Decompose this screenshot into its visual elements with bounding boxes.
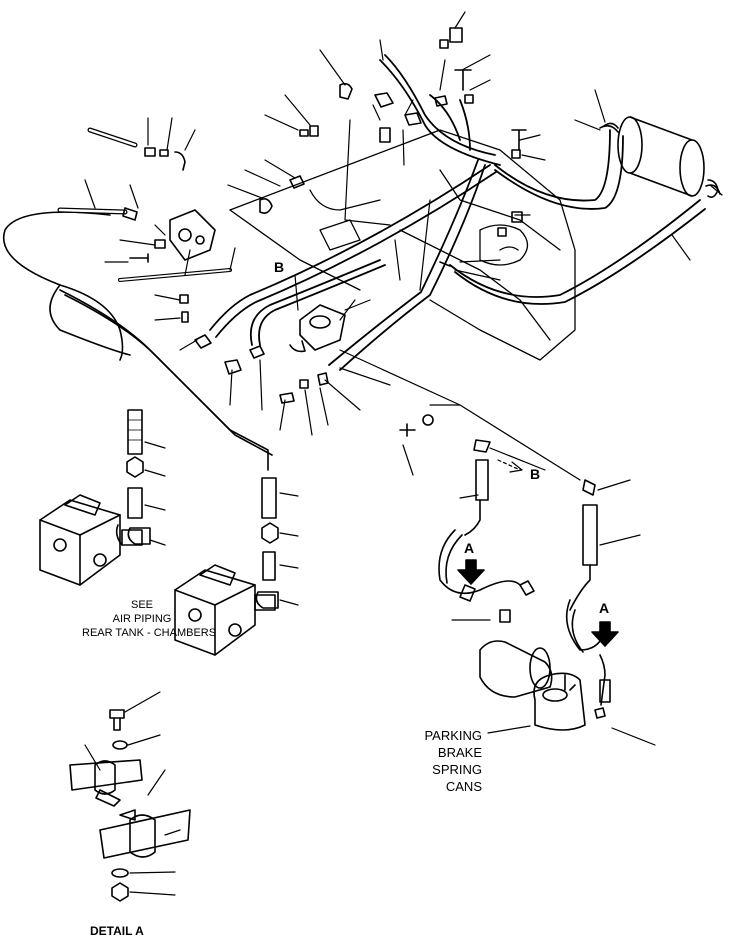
- air-tank-top: [603, 116, 721, 197]
- callout-b-label-top: B: [274, 259, 285, 275]
- chassis-frame: [229, 129, 576, 361]
- see-note-line-2: AIR PIPING: [112, 613, 172, 625]
- callout-a-label-right: A: [599, 600, 610, 616]
- parking-note-line-1: PARKING: [424, 728, 482, 743]
- air-lines: [209, 54, 706, 371]
- right-lower-leaders: [402, 444, 656, 746]
- brake-valve-center: [289, 304, 346, 353]
- center-fittings: [194, 27, 719, 404]
- valve-assembly-top-left: [57, 127, 232, 323]
- parking-note-line-4: CANS: [445, 779, 482, 794]
- relay-valve-right: [174, 564, 276, 656]
- parking-brake-note: PARKING BRAKE SPRING CANS: [408, 727, 482, 795]
- right-lower-assembly: [399, 414, 611, 731]
- parking-note-line-3: SPRING: [432, 762, 482, 777]
- detail-a-leaders: [84, 691, 181, 896]
- detail-a-drawing: [69, 709, 191, 902]
- see-note-line-3: REAR TANK - CHAMBERS: [82, 627, 217, 639]
- left-column-leaders: [144, 441, 299, 606]
- detail-a-title: DETAIL A: [90, 924, 144, 937]
- callout-a-arrows: [457, 559, 619, 647]
- callout-a-label-left: A: [464, 540, 475, 556]
- callout-b-label-right: B: [530, 466, 541, 482]
- left-column-parts: [126, 409, 279, 609]
- parking-note-line-2: BRAKE: [437, 745, 482, 760]
- callout-b-line: [294, 274, 581, 481]
- leader-lines: [84, 11, 723, 436]
- relay-valve-left: [39, 494, 143, 586]
- left-long-pipe: [2, 211, 273, 471]
- see-air-piping-note: SEE AIR PIPING REAR TANK - CHAMBERS: [82, 598, 217, 640]
- see-note-line-1: SEE: [130, 599, 153, 611]
